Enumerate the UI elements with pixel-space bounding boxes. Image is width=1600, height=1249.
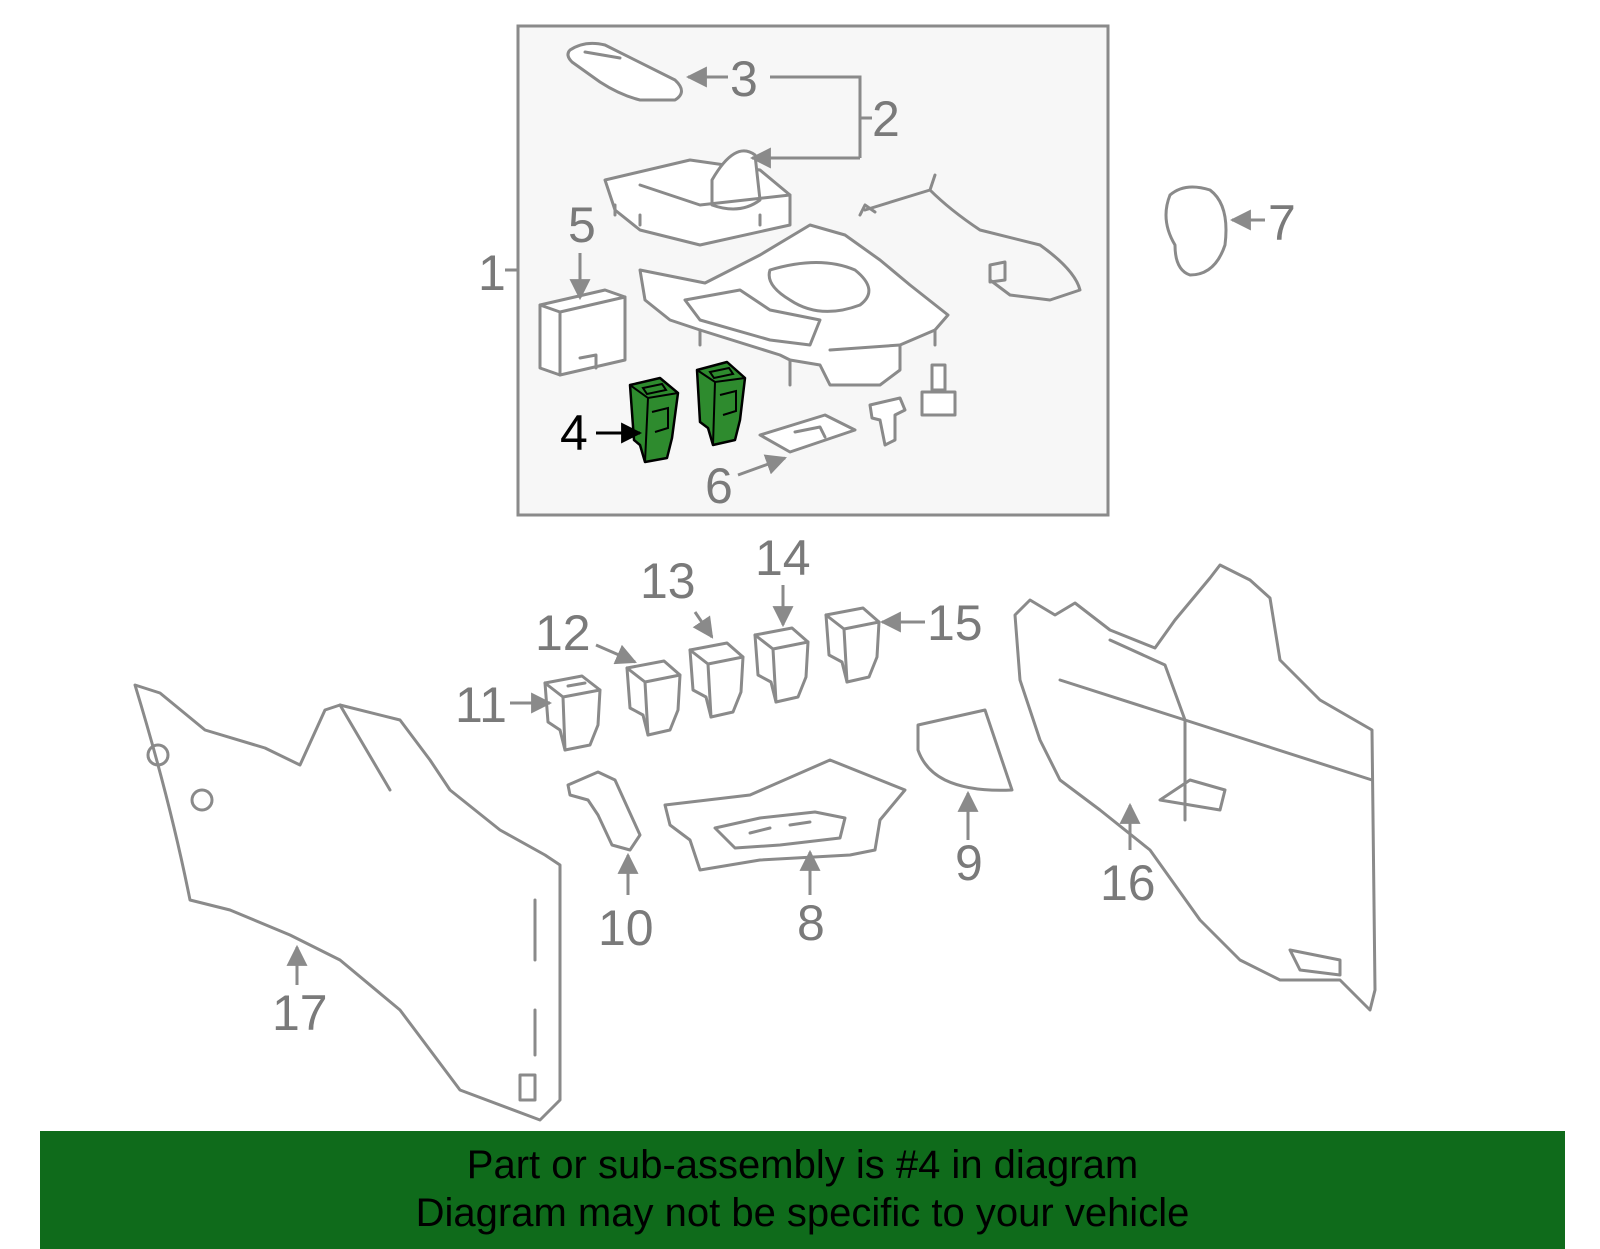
callout-4: 4	[560, 405, 588, 461]
banner-line-1: Part or sub-assembly is #4 in diagram	[466, 1143, 1139, 1187]
wire-harness	[858, 173, 1082, 302]
callout-7: 7	[1268, 195, 1296, 251]
part-11-switch	[543, 674, 602, 752]
console-base	[638, 223, 950, 387]
callout-13: 13	[640, 553, 696, 609]
leader-13	[692, 611, 714, 639]
leader-12	[595, 643, 637, 665]
callout-15: 15	[927, 595, 983, 651]
callout-11: 11	[455, 677, 507, 733]
callout-8: 8	[797, 895, 825, 951]
callout-14: 14	[755, 530, 811, 586]
part-3-cover	[566, 41, 683, 102]
callout-10: 10	[598, 900, 654, 956]
leader-6	[737, 454, 787, 477]
part-5-module	[538, 288, 627, 377]
leader-2-bracket	[770, 75, 862, 158]
part-10-bracket	[566, 770, 642, 852]
callout-5: 5	[568, 197, 596, 253]
part-2-shift-bezel	[603, 149, 792, 247]
info-banner: Part or sub-assembly is #4 in diagram Di…	[40, 1131, 1565, 1249]
callout-12: 12	[535, 605, 591, 661]
callout-3: 3	[730, 51, 758, 107]
part-8-tray	[663, 758, 907, 872]
part-4-switch-right	[695, 360, 747, 447]
bolt	[920, 363, 957, 417]
part-16-side-panel	[1013, 563, 1377, 1012]
part-17-side-panel	[133, 683, 562, 1122]
part-15-switch	[824, 606, 881, 684]
clip	[868, 396, 907, 447]
part-13-switch	[688, 641, 745, 719]
part-12-switch	[625, 659, 682, 737]
part-14-switch	[753, 626, 810, 704]
callout-6: 6	[705, 458, 733, 514]
part-7-shift-knob	[1164, 185, 1228, 277]
callout-9: 9	[955, 835, 983, 891]
part-6-pad	[758, 413, 857, 454]
part-9-panel	[916, 708, 1014, 792]
callout-16: 16	[1100, 855, 1156, 911]
banner-line-2: Diagram may not be specific to your vehi…	[415, 1191, 1190, 1235]
callout-2: 2	[872, 91, 900, 147]
callout-17: 17	[272, 985, 328, 1041]
callout-1: 1	[478, 245, 506, 301]
